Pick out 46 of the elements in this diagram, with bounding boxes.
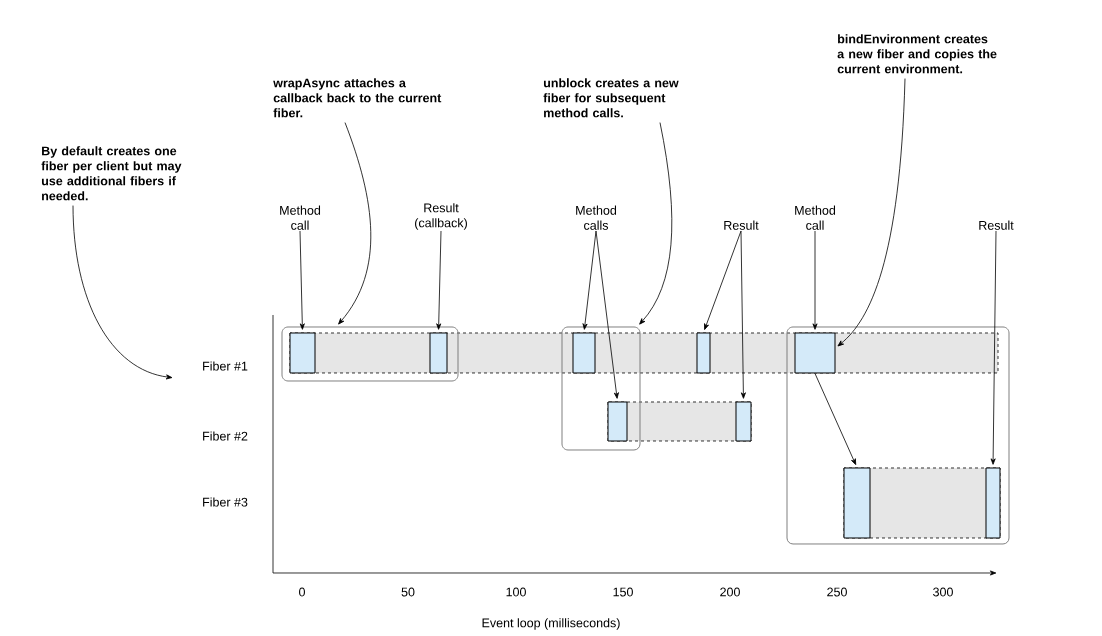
tick-label: 150 bbox=[613, 587, 633, 597]
group-outline bbox=[786, 326, 1010, 545]
leader-arrow bbox=[639, 122, 673, 325]
event-label: Method calls bbox=[576, 205, 617, 230]
task-bar bbox=[607, 401, 628, 442]
arrow bbox=[436, 230, 442, 330]
task-bar bbox=[289, 332, 316, 374]
arrow bbox=[814, 373, 857, 465]
axis-title: Event loop (milliseconds) bbox=[482, 618, 620, 630]
group-outline bbox=[561, 326, 641, 451]
tick-label: 0 bbox=[299, 587, 305, 597]
arrow bbox=[990, 230, 997, 465]
arrow bbox=[595, 230, 619, 399]
task-bar bbox=[429, 332, 448, 374]
annotation-text: bindEnvironment creates a new fiber and copies the current environment. bbox=[837, 34, 997, 74]
leader-arrow bbox=[72, 205, 173, 380]
tick-label: 100 bbox=[506, 587, 526, 597]
tick-label: 50 bbox=[401, 587, 415, 597]
event-label: Result bbox=[724, 220, 759, 230]
event-label: Method call bbox=[795, 205, 836, 230]
arrow bbox=[812, 230, 818, 330]
task-bar bbox=[735, 401, 752, 442]
task-bar bbox=[572, 332, 596, 374]
tick-label: 250 bbox=[827, 587, 847, 597]
fiber-label: Fiber #1 bbox=[203, 361, 248, 371]
event-label: Method call bbox=[280, 205, 321, 230]
annotation-text: unblock creates a new fiber for subsequent method calls. bbox=[543, 78, 679, 118]
task-bar bbox=[696, 332, 711, 374]
fiber-label: Fiber #3 bbox=[203, 497, 248, 507]
arrow bbox=[299, 230, 305, 330]
tick-label: 200 bbox=[720, 587, 740, 597]
group-outline bbox=[281, 326, 459, 382]
arrow bbox=[704, 230, 742, 330]
annotation-text: By default creates one fiber per client but may use additional fibers if needed. bbox=[41, 146, 182, 201]
fiber-label: Fiber #2 bbox=[203, 431, 248, 441]
tick-label: 300 bbox=[933, 587, 953, 597]
task-bar bbox=[843, 467, 871, 539]
task-bar bbox=[794, 332, 836, 374]
task-bar bbox=[985, 467, 1001, 539]
leader-arrow bbox=[837, 78, 906, 347]
arrow bbox=[740, 230, 746, 399]
arrow bbox=[582, 230, 597, 330]
annotation-text: wrapAsync attaches a callback back to the current fiber. bbox=[273, 78, 442, 118]
event-label: Result (callback) bbox=[415, 203, 467, 230]
leader-arrow bbox=[338, 122, 372, 325]
event-label: Result bbox=[979, 220, 1014, 230]
